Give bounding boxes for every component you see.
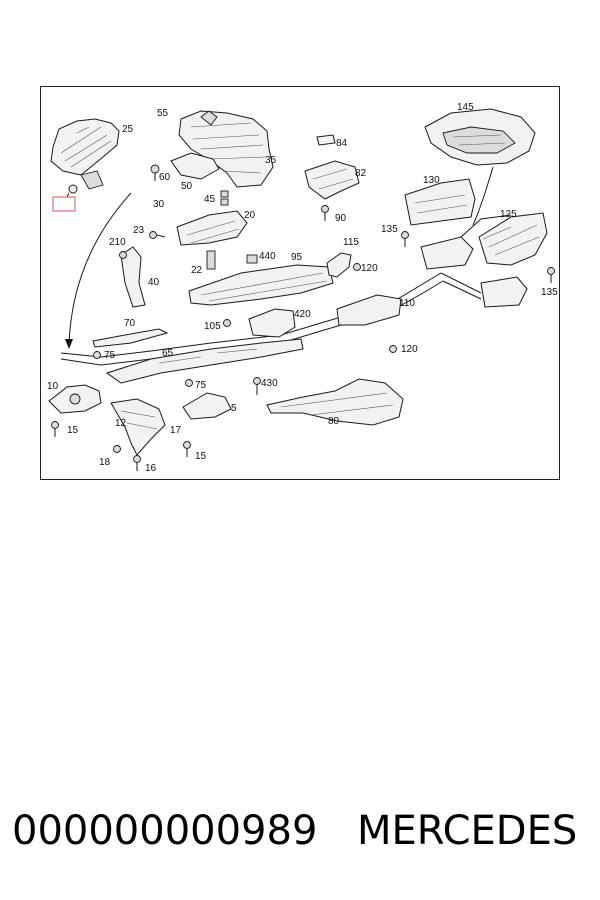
label-5: 5 [231,403,237,414]
part-105-clip [223,319,231,327]
part-23-bolt [149,231,166,239]
label-420: 420 [294,309,311,320]
part-40-bracket [119,246,146,308]
part-95-heat-shield [188,264,334,306]
part-130-heat-shield [404,178,476,226]
part-90-bolt [321,205,329,221]
part-15-bolt-right [183,441,191,457]
part-84-plate [316,134,336,146]
label-65: 65 [162,348,174,359]
label-12: 12 [115,418,127,429]
label-50: 50 [181,181,193,192]
part-115-bracket [326,252,352,278]
highlight-box-30 [52,196,76,212]
label-15-a: 15 [67,425,79,436]
reference-arrow-left [68,192,132,346]
part-45-nut [220,190,229,206]
label-16: 16 [145,463,157,474]
reference-arrow-right [472,166,494,226]
label-90: 90 [335,213,347,224]
label-23: 23 [133,225,145,236]
label-60: 60 [159,172,171,183]
label-120-a: 120 [361,263,378,274]
brand-name: MERCEDES [357,808,578,854]
label-10: 10 [47,381,59,392]
part-35-heat-shield [178,110,274,188]
part-80-heat-shield [266,378,404,426]
label-145: 145 [457,102,474,113]
part-420-heat-shield [248,308,296,338]
label-30: 30 [153,199,165,210]
label-105: 105 [204,321,221,332]
label-95: 95 [291,252,303,263]
label-17: 17 [170,425,182,436]
part-60-bolt [150,164,160,181]
part-5-heat-shield [182,392,232,420]
part-10-manifold-shield [48,384,102,414]
label-135-b: 135 [541,287,558,298]
label-82: 82 [355,168,367,179]
label-55: 55 [157,108,169,119]
label-75-b: 75 [195,380,207,391]
part-22-clip [206,250,216,270]
label-130: 130 [423,175,440,186]
part-12-manifold [110,398,166,456]
part-135-bolt-left [401,231,409,247]
part-110-exhaust-pipe [60,214,528,366]
part-number: 000000000989 [12,808,318,854]
part-18-clip [113,445,121,453]
part-16-bolt [133,455,141,471]
label-430: 430 [261,378,278,389]
part-65-front-pipe [105,338,304,384]
part-50-bracket [170,152,220,180]
label-115: 115 [343,237,359,248]
label-75-a: 75 [104,350,116,361]
part-120-nut-lower [389,345,397,353]
label-22: 22 [191,265,203,276]
label-25: 25 [122,124,134,135]
label-80: 80 [328,416,340,427]
label-110: 110 [399,298,415,309]
label-440: 440 [259,251,276,262]
part-30-clip [66,184,78,198]
part-125-heat-shield [478,212,548,266]
part-70-strap [92,328,169,348]
part-82-shield [304,160,360,200]
part-15-bolt-left [51,421,59,437]
part-120-nut-upper [353,263,361,271]
part-75-nut-upper [93,351,101,359]
label-135-a: 135 [381,224,398,235]
part-430-bolt [253,377,261,395]
label-15-b: 15 [195,451,207,462]
label-20: 20 [244,210,256,221]
arrowhead-left [65,339,73,349]
part-25-heat-shield [50,118,120,190]
label-40: 40 [148,277,160,288]
parts-diagram: 145 55 25 84 35 60 50 82 30 45 130 20 90… [40,86,560,480]
label-210: 210 [109,237,126,248]
part-135-bolt-right [547,267,555,283]
label-120-b: 120 [401,344,418,355]
exhaust-system-drawing: 145 55 25 84 35 60 50 82 30 45 130 20 90… [47,102,558,474]
label-70: 70 [124,318,136,329]
label-84: 84 [336,138,348,149]
label-45: 45 [204,194,216,205]
part-145-heat-shield [424,108,536,166]
label-125: 125 [500,209,517,220]
part-75-nut-lower [185,379,193,387]
part-20-bracket [176,210,248,246]
label-35: 35 [265,155,277,166]
part-440-clip [246,254,258,264]
label-18: 18 [99,457,111,468]
